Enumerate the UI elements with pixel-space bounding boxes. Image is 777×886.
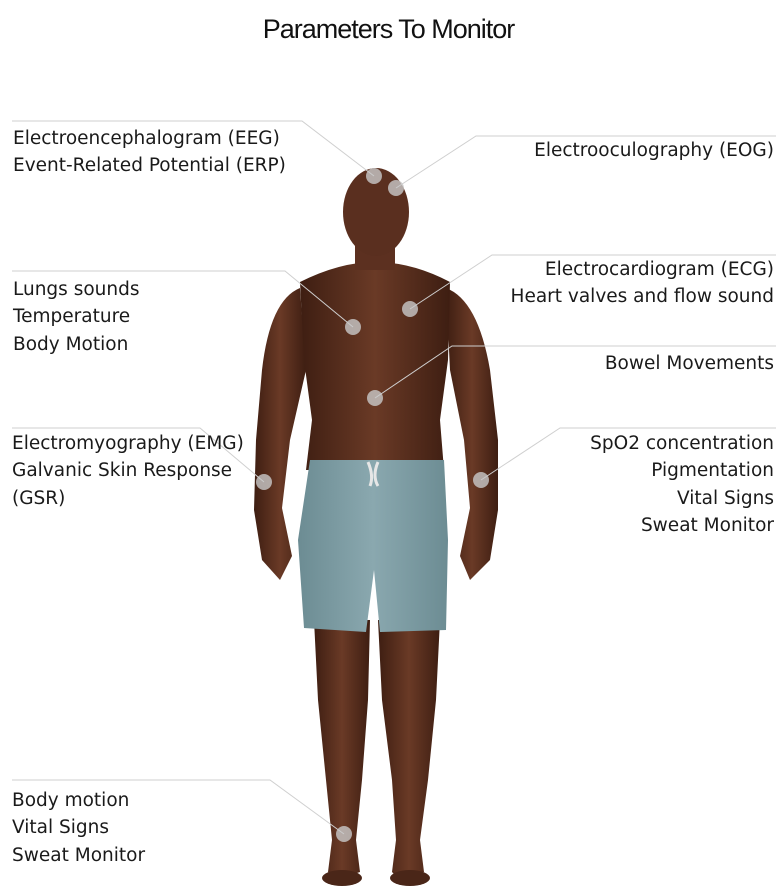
shorts bbox=[298, 460, 448, 632]
callout-line: Electroencephalogram (EEG) bbox=[13, 125, 286, 152]
marker-eye bbox=[388, 180, 404, 196]
callout-line: Galvanic Skin Response bbox=[12, 457, 244, 484]
right-arm bbox=[446, 288, 498, 580]
callout-line: SpO2 concentration bbox=[590, 430, 774, 457]
marker-ankle bbox=[336, 826, 352, 842]
callout-ankle: Body motion Vital Signs Sweat Monitor bbox=[12, 787, 145, 869]
callout-line: Body Motion bbox=[13, 331, 139, 358]
callout-line: Electromyography (EMG) bbox=[12, 430, 244, 457]
callout-line: Vital Signs bbox=[12, 814, 145, 841]
left-foot bbox=[322, 870, 362, 886]
callout-line: Sweat Monitor bbox=[12, 842, 145, 869]
right-leg bbox=[378, 620, 440, 880]
callout-line: Sweat Monitor bbox=[590, 512, 774, 539]
callout-line: Pigmentation bbox=[590, 457, 774, 484]
right-foot bbox=[390, 870, 430, 886]
callout-eye: Electrooculography (EOG) bbox=[534, 137, 774, 164]
marker-wrist-right bbox=[473, 472, 489, 488]
marker-forearm-left bbox=[256, 474, 272, 490]
callout-head-left: Electroencephalogram (EEG) Event-Related… bbox=[13, 125, 286, 180]
marker-abdomen bbox=[367, 390, 383, 406]
callout-heart: Electrocardiogram (ECG) Heart valves and… bbox=[511, 256, 774, 311]
callout-line: Electrocardiogram (ECG) bbox=[511, 256, 774, 283]
callout-line: Event-Related Potential (ERP) bbox=[13, 152, 286, 179]
callout-chest-left: Lungs sounds Temperature Body Motion bbox=[13, 276, 139, 358]
callout-line: Lungs sounds bbox=[13, 276, 139, 303]
callout-line: Bowel Movements bbox=[605, 350, 774, 377]
callout-wrist-right: SpO2 concentration Pigmentation Vital Si… bbox=[590, 430, 774, 539]
callout-line: Electrooculography (EOG) bbox=[534, 137, 774, 164]
marker-chest-left bbox=[345, 319, 361, 335]
callout-line: (GSR) bbox=[12, 485, 244, 512]
callout-line: Temperature bbox=[13, 303, 139, 330]
callout-line: Heart valves and flow sound bbox=[511, 283, 774, 310]
callout-line: Vital Signs bbox=[590, 485, 774, 512]
callout-line: Body motion bbox=[12, 787, 145, 814]
left-arm bbox=[254, 288, 306, 580]
callout-forearm-left: Electromyography (EMG) Galvanic Skin Res… bbox=[12, 430, 244, 512]
marker-head bbox=[366, 168, 382, 184]
marker-heart bbox=[402, 301, 418, 317]
callout-abdomen: Bowel Movements bbox=[605, 350, 774, 377]
torso bbox=[300, 262, 450, 470]
